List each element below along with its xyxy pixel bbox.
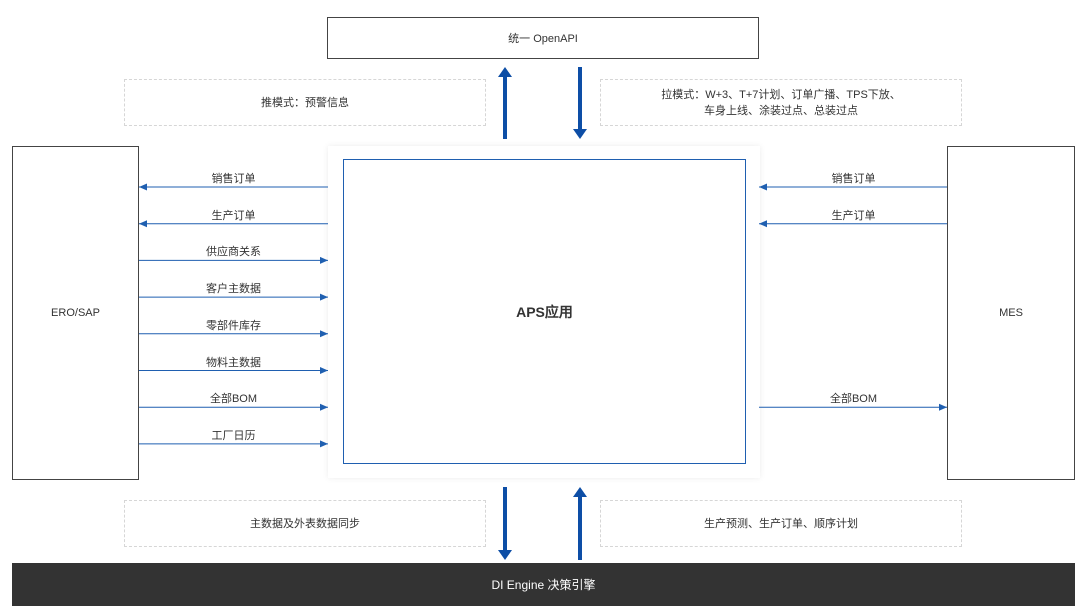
di-engine-label: DI Engine 决策引擎 [491,578,596,592]
aps-app-label: APS应用 [516,303,573,320]
push-mode-text: 推模式：预警信息 [261,96,349,109]
aps-app-box: APS应用 [343,159,746,464]
right-flow-label-1: 生产订单 [831,209,876,222]
left-flow-label-4: 零部件库存 [206,319,261,332]
left-flow-label-6: 全部BOM [209,393,258,406]
down-to-engine-arrow-head [498,550,512,560]
left-flow-label-2: 供应商关系 [206,246,261,259]
push-mode-note: 推模式：预警信息 [124,79,486,126]
left-flow-arrow-1-head [139,220,147,228]
left-flow-arrow-3-head [320,293,328,301]
mes-box: MES [947,146,1075,480]
aps-container [328,146,760,478]
left-flow-arrow-7-head [320,440,328,448]
di-engine-bar: DI Engine 决策引擎 [12,563,1075,606]
left-flow-arrow-0-head [139,183,147,191]
pull-mode-text-1: 拉模式：W+3、T+7计划、订单广播、TPS下放、 [661,88,901,101]
right-flow-arrow-1-head [759,220,767,228]
sync-note: 主数据及外表数据同步 [124,500,486,547]
plan-note-text: 生产预测、生产订单、顺序计划 [704,517,858,530]
left-flow-arrow-5-head [320,367,328,374]
plan-note: 生产预测、生产订单、顺序计划 [600,500,962,547]
left-flow-label-5: 物料主数据 [206,356,261,369]
left-flow-label-3: 客户主数据 [206,283,261,296]
right-flow-label-0: 销售订单 [831,173,876,185]
left-flow-arrow-4-head [320,330,328,338]
down-from-openapi-arrow-head [573,129,587,139]
left-flow-arrow-2-head [320,256,328,264]
up-to-openapi-arrow-head [498,67,512,77]
right-flow-label-2: 全部BOM [829,393,878,406]
right-flow-arrow-2-head [939,403,947,411]
left-flow-label-1: 生产订单 [211,209,256,222]
sync-note-text: 主数据及外表数据同步 [250,517,360,530]
pull-mode-text-2: 车身上线、涂装过点、总装过点 [704,104,858,117]
erp-sap-box: ERO/SAP [12,146,139,480]
pull-mode-note: 拉模式：W+3、T+7计划、订单广播、TPS下放、 车身上线、涂装过点、总装过点 [600,79,962,126]
openapi-label: 统一 OpenAPI [508,33,578,45]
mes-label: MES [999,307,1023,319]
right-flow-arrow-0-head [759,183,767,191]
left-flow-arrow-6-head [320,403,328,411]
left-flow-label-7: 工厂日历 [211,429,256,442]
up-from-engine-arrow-head [573,487,587,497]
left-flow-label-0: 销售订单 [211,173,256,185]
erp-sap-label: ERO/SAP [51,307,100,319]
openapi-box: 统一 OpenAPI [327,17,759,59]
